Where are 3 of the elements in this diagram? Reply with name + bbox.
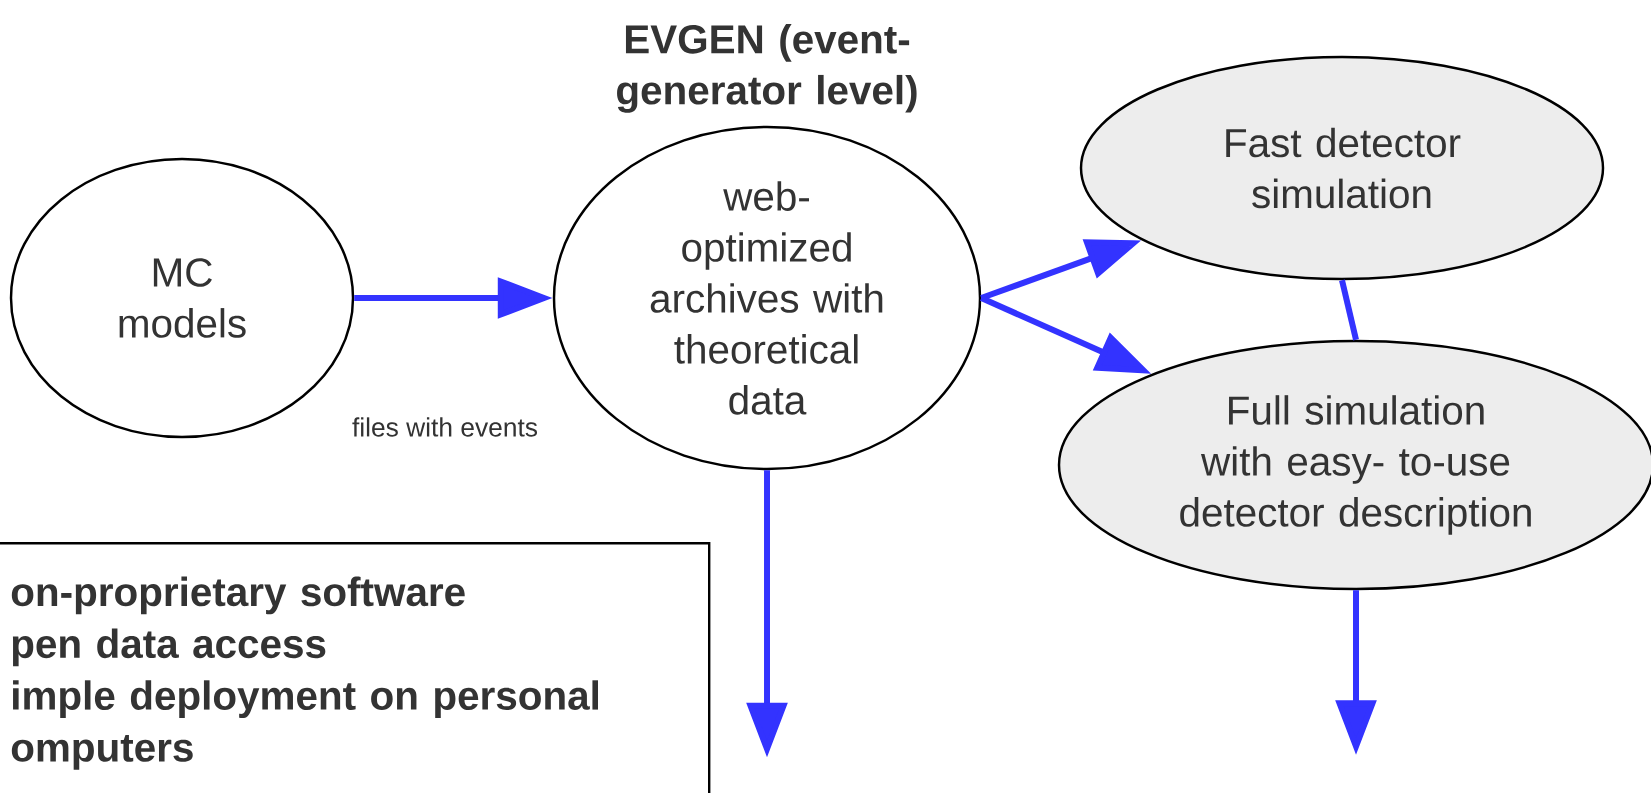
node-heading: EVGEN (event-generator level) (617, 23, 917, 113)
text-box: on-proprietary software pen data access imple deployment on personal omputers (0, 542, 711, 793)
edge-label: files with events (352, 417, 538, 437)
